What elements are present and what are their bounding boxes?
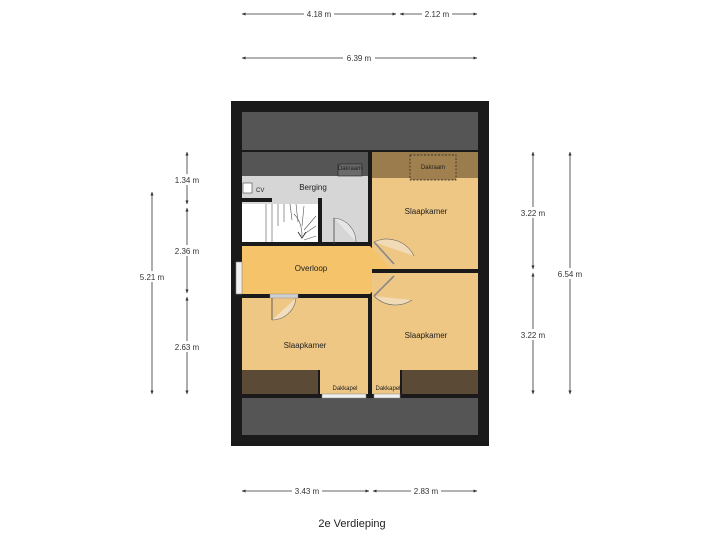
dimension-label-left-bottom: 2.63 m — [175, 343, 200, 352]
dakkapel-left-label: Dakkapel — [332, 386, 357, 392]
room-slaapkamer-bottom-left — [242, 298, 368, 370]
room-slaapkamer-bottom-right — [372, 273, 478, 370]
dimension-label-left-total: 5.21 m — [140, 273, 165, 282]
dimension-right-top: 3.22 m — [517, 151, 549, 270]
dimension-bottom-left: 3.43 m — [241, 485, 370, 496]
dakraam-right-label: Dakraam — [421, 165, 445, 171]
wall-bottom-slaapkamers — [368, 294, 372, 398]
stair-direction-arrow — [297, 231, 307, 239]
dimension-label-bottom-right: 2.83 m — [414, 487, 439, 496]
room-label-slaapkamer-bottom-right: Slaapkamer — [405, 331, 448, 340]
dakkapel-left-area — [318, 370, 368, 394]
room-label-cv: CV — [256, 188, 264, 194]
room-label-overloop: Overloop — [295, 264, 328, 273]
slaapkamer-bottom-left-slope — [242, 370, 318, 394]
stairs — [242, 204, 318, 242]
dakkapel-right-wall — [400, 370, 402, 394]
dimension-left-bottom: 2.63 m — [171, 296, 203, 395]
door-slaapkamer-bottom-right — [373, 275, 413, 306]
dimension-left-middle: 2.36 m — [171, 207, 203, 294]
wall-berging-slaapkamer — [368, 152, 372, 242]
roof-slope-top — [242, 112, 478, 150]
stair-treads — [265, 203, 317, 242]
dimension-right-bottom: 3.22 m — [517, 272, 549, 395]
dimension-top-left: 4.18 m — [241, 8, 397, 19]
dimension-label-top-left: 4.18 m — [307, 10, 332, 19]
dakkapel-right-window — [373, 393, 401, 399]
dimension-top-total: 6.39 m — [241, 52, 478, 63]
dimension-label-left-middle: 2.36 m — [175, 247, 200, 256]
wall-slaapkamer-divider — [372, 269, 478, 273]
dimension-left-total: 5.21 m — [136, 191, 168, 395]
wall-overloop-top-right — [356, 242, 370, 246]
dimension-label-top-right: 2.12 m — [425, 10, 450, 19]
dakkapel-right-label: Dakkapel — [375, 386, 400, 392]
wall-overloop-bottom-right — [298, 294, 370, 298]
cv-boiler-icon — [242, 182, 253, 194]
dakraam-right-window — [409, 154, 457, 181]
wall-overloop-bottom-left — [242, 294, 270, 298]
door-slaapkamer-bottom-left — [269, 293, 299, 321]
roof-slope-bottom — [242, 398, 478, 435]
window-overloop — [235, 261, 243, 295]
dimension-left-top: 1.34 m — [171, 151, 203, 205]
wall-overloop-top-left — [242, 242, 334, 246]
dimension-right-total: 6.54 m — [554, 151, 586, 395]
dakkapel-left-window — [321, 393, 367, 399]
building: CV Berging Dakraam Dakraam Slaapkamer Ov… — [231, 101, 489, 446]
dimension-label-top-total: 6.39 m — [347, 54, 372, 63]
room-slaapkamer-top-right — [372, 178, 478, 270]
dakkapel-right-area — [372, 370, 402, 394]
dimension-label-left-top: 1.34 m — [175, 176, 200, 185]
room-label-slaapkamer-bottom-left: Slaapkamer — [284, 341, 327, 350]
dimension-bottom-right: 2.83 m — [372, 485, 478, 496]
room-overloop — [242, 246, 392, 294]
dimension-label-right-top: 3.22 m — [521, 209, 546, 218]
wall-stairs — [318, 198, 322, 242]
dimension-label-bottom-left: 3.43 m — [295, 487, 320, 496]
room-label-berging: Berging — [299, 183, 327, 192]
dimension-top-right: 2.12 m — [399, 8, 478, 19]
wall-berging-partition — [242, 198, 272, 202]
dimension-label-right-bottom: 3.22 m — [521, 331, 546, 340]
dakraam-left-label: Dakraam — [338, 166, 362, 172]
room-label-slaapkamer-top-right: Slaapkamer — [405, 207, 448, 216]
floor-title: 2e Verdieping — [318, 518, 385, 530]
door-berging — [333, 217, 357, 244]
slaapkamer-bottom-right-slope — [402, 370, 478, 394]
dakkapel-left-wall — [318, 370, 320, 394]
door-slaapkamer-top-right — [373, 238, 415, 265]
dimension-label-right-total: 6.54 m — [558, 270, 583, 279]
dakraam-left-window — [337, 163, 363, 177]
